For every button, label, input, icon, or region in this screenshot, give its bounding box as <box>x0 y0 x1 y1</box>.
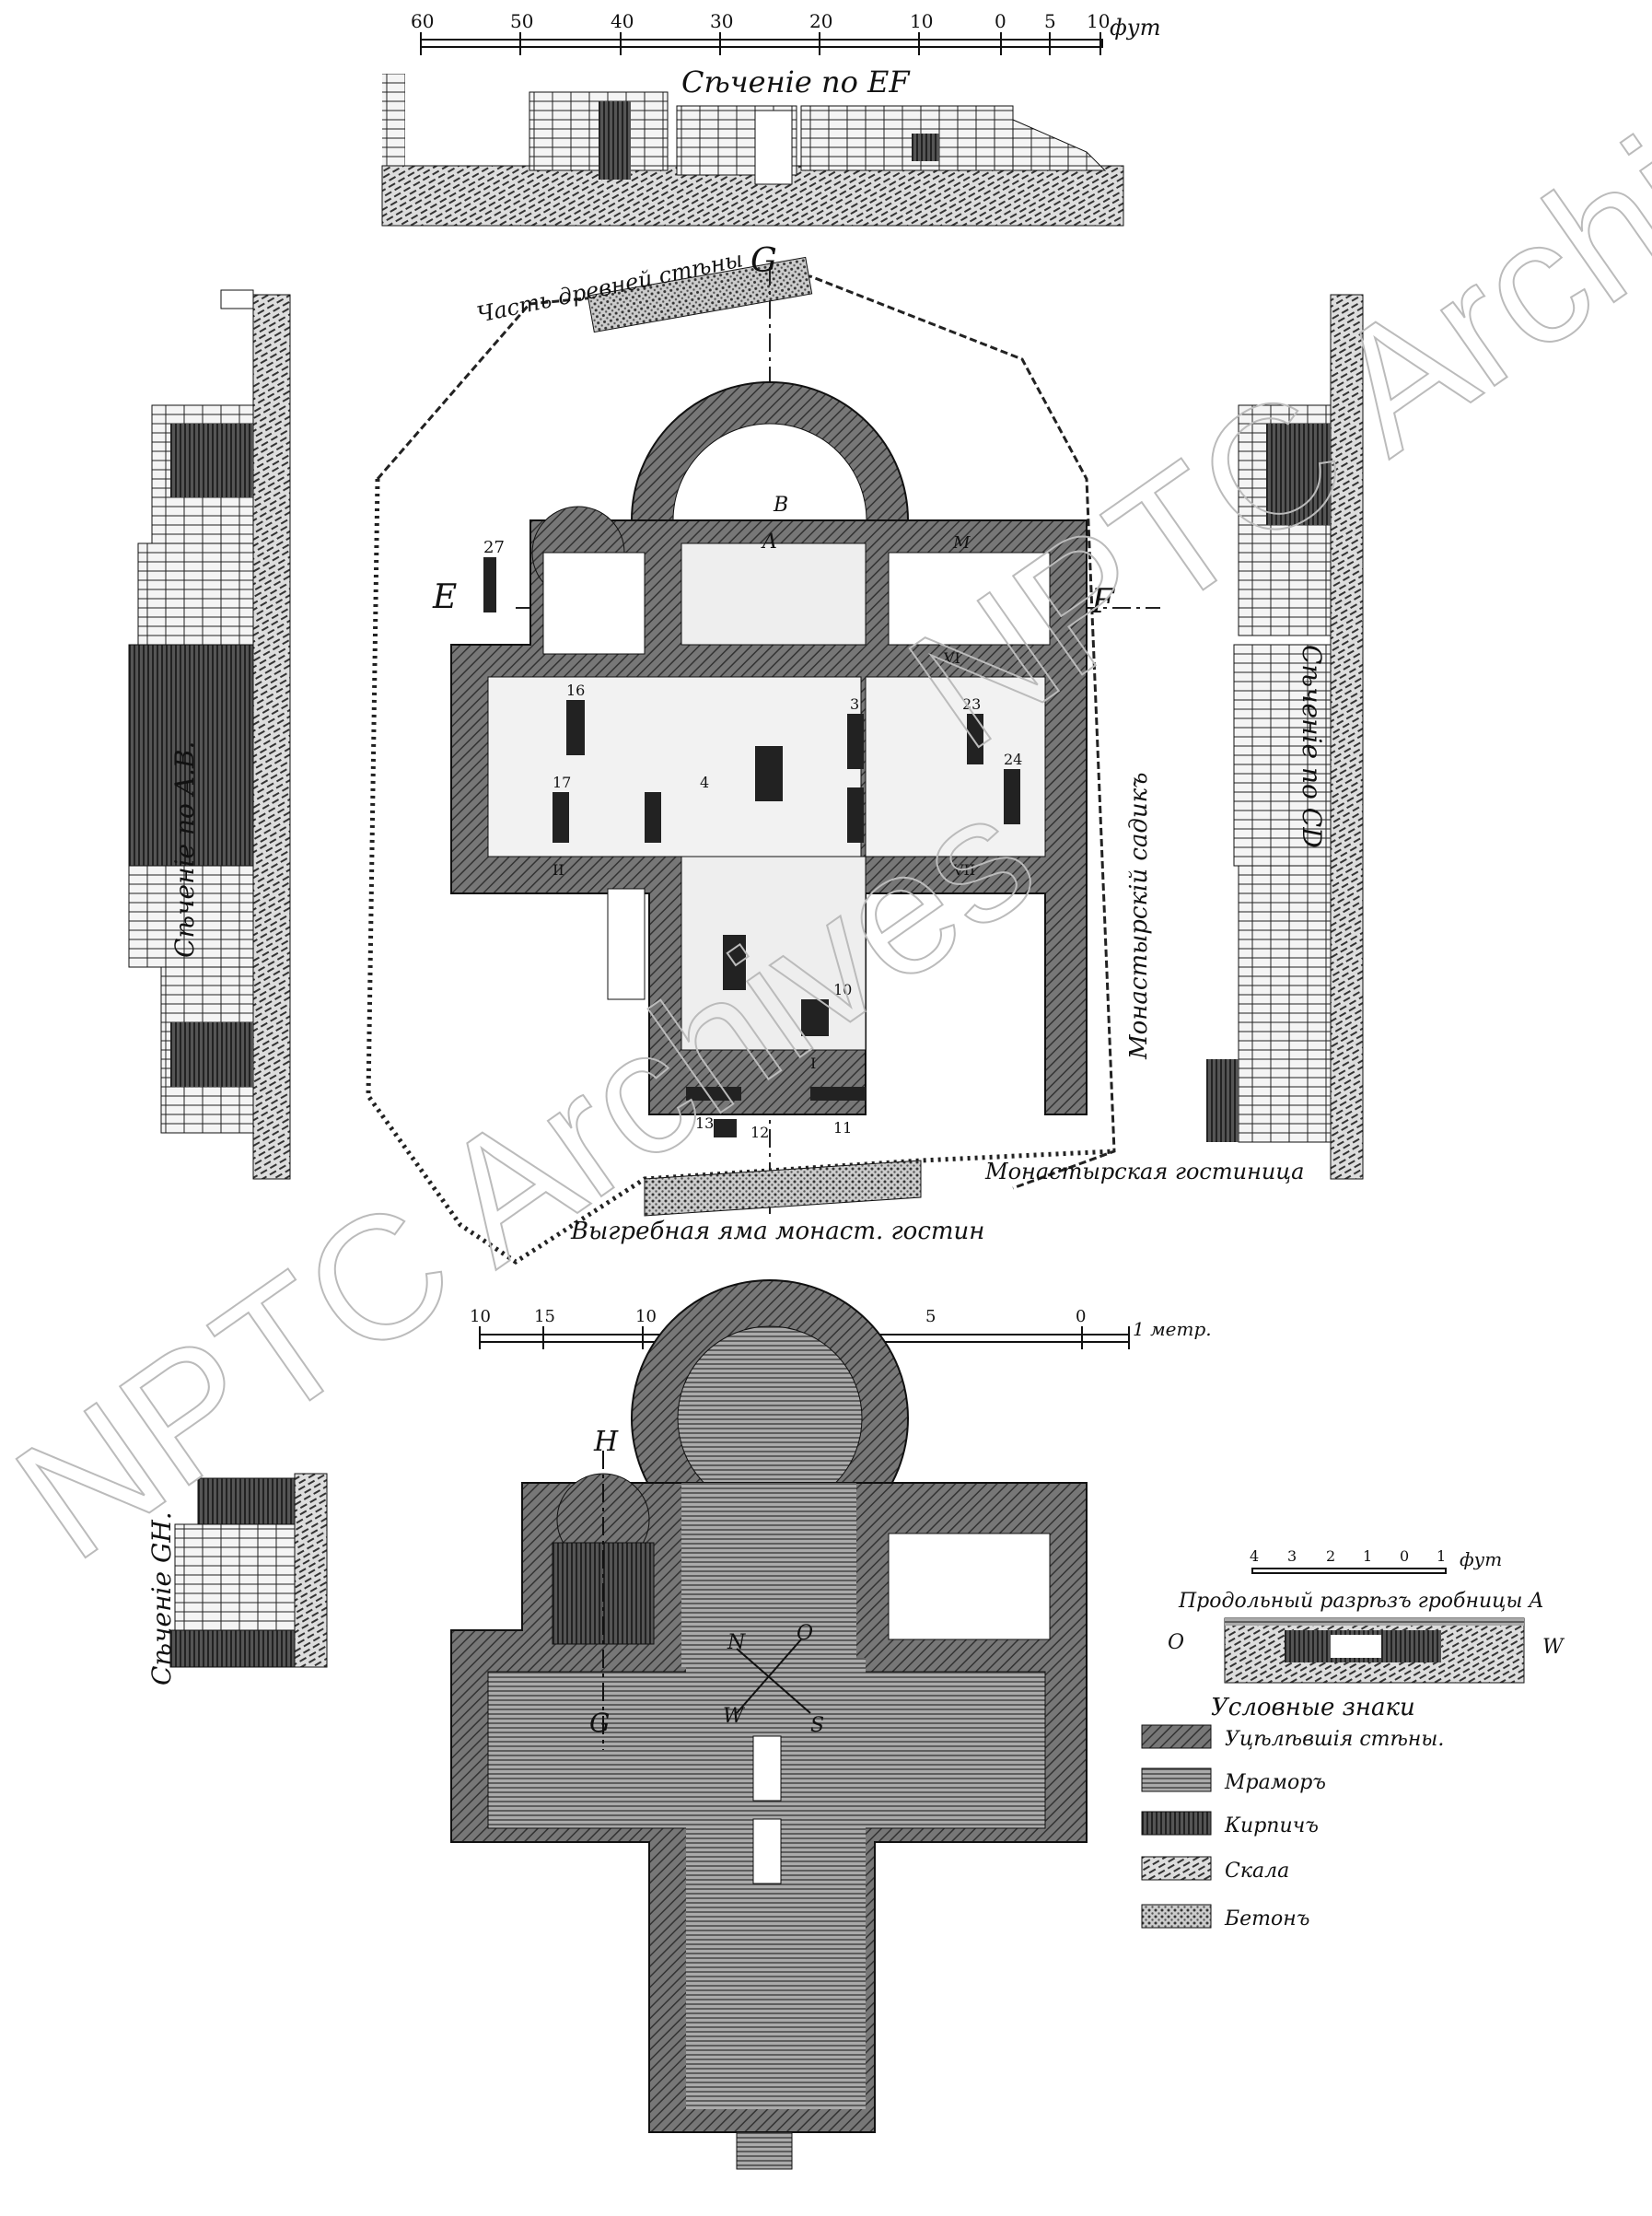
meter-tick: 10 <box>635 1307 657 1326</box>
axis-o: O <box>797 1622 813 1645</box>
feet-tick: 50 <box>510 10 533 32</box>
tomb-section-title: Продольный разрѣзъ гробницы A <box>1178 1590 1543 1613</box>
room-number: 3 <box>850 695 859 713</box>
room-number: 11 <box>833 1119 852 1137</box>
legend-swatch-walls <box>1141 1724 1212 1749</box>
room-number: 27 <box>483 538 505 557</box>
feet-tick: 30 <box>710 10 733 32</box>
site-plan: Часть древней стѣны G E F 27 16 17 3 4 2 <box>366 242 1304 1265</box>
tomb-scale-tick: 1 <box>1437 1547 1446 1565</box>
feet-tick: 0 <box>995 10 1006 32</box>
reconstruction-plan: H G O W S N <box>450 1279 1088 2170</box>
section-ef: Сѣченіе по EF <box>381 64 1124 227</box>
section-ef-title: Сѣченіе по EF <box>681 64 911 99</box>
legend-swatch-rock <box>1141 1856 1212 1881</box>
section-ab: Сѣченіе по A.B. <box>128 289 291 1180</box>
room-number: 23 <box>962 695 981 713</box>
section-cd: Сѣченіе по CD <box>1206 294 1364 1180</box>
feet-unit: фут <box>1110 15 1160 41</box>
letter-b: B <box>773 494 788 517</box>
axis-n: N <box>727 1631 746 1654</box>
legend: Условные знаки Уцѣлѣвшія стѣны. Мраморъ … <box>1141 1694 1444 1930</box>
room-number: VII <box>952 861 975 879</box>
axis-w: W <box>723 1705 746 1728</box>
legend-swatch-marble <box>1141 1767 1212 1792</box>
letter-f: F <box>1090 583 1116 621</box>
room-number: 10 <box>833 981 852 998</box>
tomb-section: 4 3 2 1 0 1 фут Продольный разрѣзъ гробн… <box>1168 1547 1565 1684</box>
meter-tick: 15 <box>534 1307 555 1326</box>
legend-label: Бетонъ <box>1224 1907 1309 1930</box>
tomb-mark-o: O <box>1168 1631 1184 1654</box>
section-cd-title: Сѣченіе по CD <box>1297 645 1327 848</box>
feet-tick: 5 <box>1044 10 1056 32</box>
room-number: 13 <box>695 1114 714 1132</box>
meter-unit: 1 метр. <box>1133 1318 1212 1340</box>
section-gh-title: Сѣченіе GH. <box>146 1511 177 1685</box>
room-number: 24 <box>1004 751 1022 768</box>
room-number: 4 <box>700 774 709 791</box>
tomb-scale-tick: 0 <box>1400 1547 1409 1565</box>
axis-s: S <box>810 1714 824 1737</box>
room-number: II <box>553 861 564 879</box>
feet-tick: 10 <box>910 10 933 32</box>
legend-title: Условные знаки <box>1211 1694 1415 1721</box>
room-number: 16 <box>566 682 585 699</box>
section-ab-title: Сѣченіе по A.B. <box>169 741 200 958</box>
feet-tick: 20 <box>809 10 832 32</box>
legend-label: Мраморъ <box>1224 1771 1326 1794</box>
axis-h: H <box>593 1426 619 1458</box>
room-number: 12 <box>750 1124 769 1141</box>
tomb-scale-tick: 4 <box>1250 1547 1259 1565</box>
room-number: I <box>810 1055 816 1072</box>
feet-tick: 40 <box>611 10 634 32</box>
tomb-scale-tick: 1 <box>1363 1547 1372 1565</box>
tomb-scale-unit: фут <box>1460 1548 1502 1570</box>
feet-scale: 60 50 40 30 20 10 0 5 10 фут <box>411 10 1160 55</box>
letter-m: M <box>952 533 971 553</box>
legend-label: Скала <box>1225 1860 1289 1883</box>
letter-g: G <box>750 242 777 280</box>
tomb-scale-tick: 2 <box>1326 1547 1335 1565</box>
meter-tick: 5 <box>925 1307 936 1326</box>
feet-tick: 10 <box>1087 10 1110 32</box>
section-gh: Сѣченіе GH. <box>146 1473 328 1685</box>
hotel-label: Монастырская гостиница <box>984 1159 1304 1184</box>
legend-label: Уцѣлѣвшія стѣны. <box>1225 1728 1444 1751</box>
garden-label: Монастырскій садикъ <box>1125 773 1153 1061</box>
cesspit-label: Выгребная яма монаст. гостин <box>570 1218 984 1245</box>
meter-tick: 10 <box>470 1307 491 1326</box>
letter-a: A <box>761 531 777 554</box>
legend-swatch-concrete <box>1141 1904 1212 1929</box>
room-number: VI <box>943 649 960 667</box>
letter-e: E <box>432 578 457 616</box>
meter-tick: 0 <box>1076 1307 1086 1326</box>
legend-label: Кирпичъ <box>1224 1814 1319 1837</box>
legend-swatch-brick <box>1141 1811 1212 1836</box>
tomb-mark-w: W <box>1542 1636 1565 1659</box>
room-number: 17 <box>553 774 571 791</box>
axis-g: G <box>589 1708 610 1738</box>
feet-tick: 60 <box>411 10 434 32</box>
tomb-scale-tick: 3 <box>1287 1547 1297 1565</box>
